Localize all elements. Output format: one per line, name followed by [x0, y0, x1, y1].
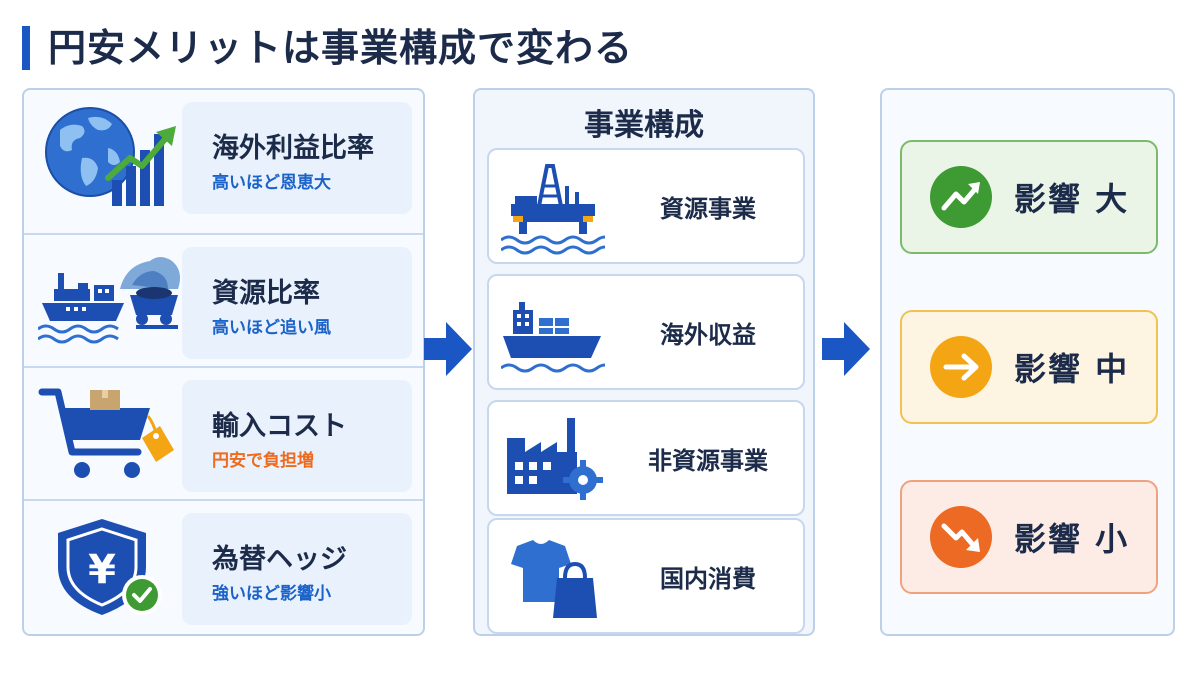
shopping-cart-tag-icon [38, 378, 186, 490]
business-card: 資源事業 [487, 148, 805, 264]
business-label: 国内消費 [660, 564, 756, 593]
factor-name: 資源比率 [212, 278, 320, 309]
factor-name: 海外利益比率 [212, 133, 374, 164]
business-panel: 事業構成 資源事業 [473, 88, 815, 636]
factor-card: 為替ヘッジ 強いほど影響小 [182, 513, 412, 625]
factory-gear-icon [501, 408, 605, 508]
business-label: 非資源事業 [648, 446, 768, 475]
factor-sub: 高いほど追い風 [212, 318, 331, 338]
business-card: 海外収益 [487, 274, 805, 390]
impact-card-medium: 影響 中 [900, 310, 1158, 424]
factor-name: 為替ヘッジ [212, 544, 347, 575]
impact-label: 影響 小 [1014, 520, 1130, 558]
factor-row: ¥ 為替ヘッジ 強いほど影響小 [24, 499, 423, 631]
container-ship-icon [500, 282, 614, 382]
factor-row: 輸入コスト 円安で負担増 [24, 366, 423, 498]
factor-row: 海外利益比率 高いほど恩恵大 [24, 90, 423, 222]
factor-row: 資源比率 高いほど追い風 [24, 233, 423, 365]
yen-shield-check-icon: ¥ [38, 511, 186, 623]
factor-card: 輸入コスト 円安で負担増 [182, 380, 412, 492]
flow-arrow-right-icon [420, 318, 474, 380]
impact-card-large: 影響 大 [900, 140, 1158, 254]
impact-label: 影響 大 [1014, 180, 1130, 218]
factor-sub: 高いほど恩恵大 [212, 173, 331, 193]
business-label: 海外収益 [660, 320, 756, 349]
svg-text:¥: ¥ [88, 547, 116, 593]
impact-label: 影響 中 [1014, 350, 1130, 388]
business-panel-title: 事業構成 [584, 108, 704, 143]
impact-card-small: 影響 小 [900, 480, 1158, 594]
page-title: 円安メリットは事業構成で変わる [48, 26, 634, 70]
business-card: 国内消費 [487, 518, 805, 634]
factor-card: 資源比率 高いほど追い風 [182, 247, 412, 359]
cargo-ship-coal-cart-icon [37, 245, 186, 357]
factor-sub: 強いほど影響小 [212, 584, 331, 604]
factors-panel: 海外利益比率 高いほど恩恵大 [22, 88, 425, 636]
factor-name: 輸入コスト [212, 411, 347, 442]
arrow-right-icon [930, 336, 992, 398]
flow-arrow-right-icon [818, 318, 872, 380]
impact-panel: 影響 大 影響 中 影響 小 [880, 88, 1175, 636]
business-card: 非資源事業 [487, 400, 805, 516]
factor-sub: 円安で負担増 [212, 451, 314, 471]
oil-rig-icon [500, 156, 614, 256]
title-accent-bar [22, 26, 30, 70]
globe-growth-chart-icon [38, 100, 186, 212]
business-label: 資源事業 [660, 194, 756, 223]
trend-up-icon [930, 166, 992, 228]
trend-down-icon [930, 506, 992, 568]
tshirt-shopping-bag-icon [501, 526, 605, 626]
factor-card: 海外利益比率 高いほど恩恵大 [182, 102, 412, 214]
